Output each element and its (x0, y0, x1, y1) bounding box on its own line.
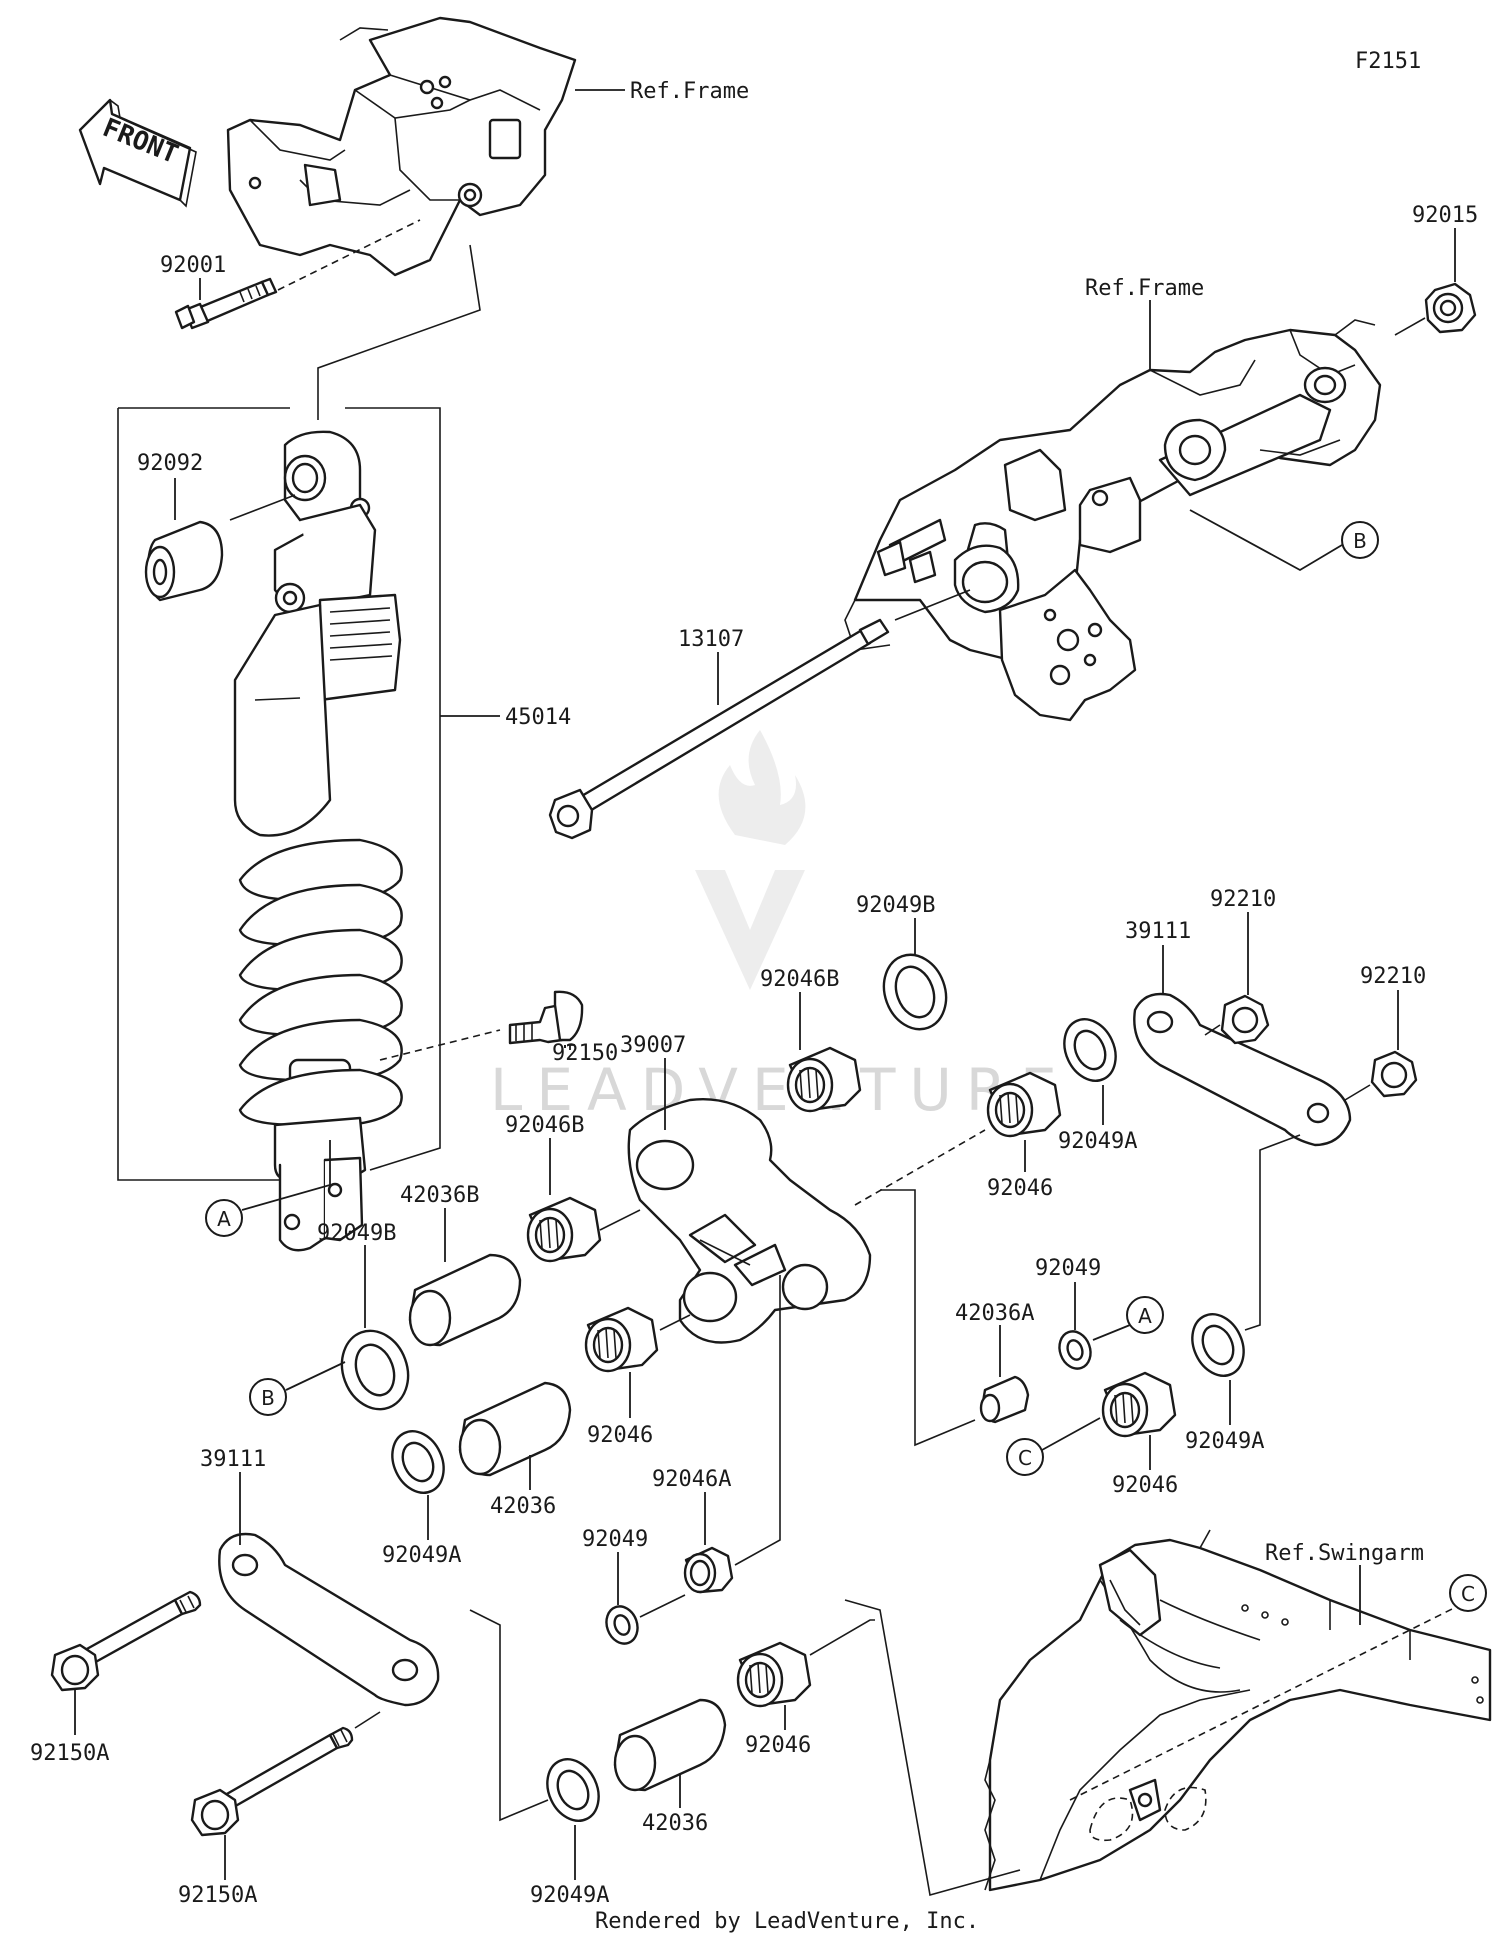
callout-b-left: B (249, 1378, 287, 1416)
tie-rod-39111-right (1133, 992, 1352, 1147)
callout-a-right: A (1126, 1296, 1164, 1334)
collar-42036-bottom (613, 1698, 727, 1792)
swingarm-ref (984, 1529, 1492, 1892)
part-label-13107: 13107 (678, 627, 744, 652)
part-label-42036-bottom: 42036 (642, 1811, 708, 1836)
part-label-92210-lower: 92210 (1360, 964, 1426, 989)
part-label-92150: 92150 (552, 1041, 618, 1066)
bolt-92150A-lower (190, 1726, 354, 1837)
needle-bearing-92046B-top (786, 1046, 862, 1113)
collar-42036-mid (458, 1381, 572, 1477)
part-label-42036A: 42036A (955, 1301, 1034, 1326)
svg-text:C: C (1461, 1582, 1475, 1606)
part-label-92150A-lower: 92150A (178, 1883, 257, 1908)
bolt-92150 (508, 990, 584, 1045)
washer-92049-low (605, 1605, 639, 1645)
footer-credit: Rendered by LeadVenture, Inc. (595, 1909, 979, 1934)
part-label-92210-upper: 92210 (1210, 887, 1276, 912)
callout-b-right: B (1341, 521, 1379, 559)
svg-text:B: B (1353, 529, 1367, 553)
part-label-92049-right: 92049 (1035, 1256, 1101, 1281)
part-label-92049A-right: 92049A (1058, 1129, 1137, 1154)
part-label-92046B-left: 92046B (505, 1113, 584, 1138)
washer-92049A-bottom (546, 1758, 600, 1822)
frame-right-mount (844, 319, 1382, 722)
part-label-92150A-upper: 92150A (30, 1741, 109, 1766)
part-label-92046-mid: 92046 (587, 1423, 653, 1448)
nut-92210-upper (1220, 994, 1270, 1045)
needle-bearing-92046A (683, 1546, 734, 1594)
svg-text:A: A (217, 1207, 231, 1231)
rocker-link-39007 (627, 1098, 872, 1344)
nut-92210-lower (1370, 1050, 1418, 1098)
washer-92049B-left (340, 1329, 410, 1411)
part-label-39111-right: 39111 (1125, 919, 1191, 944)
part-label-92046-bottom: 92046 (745, 1733, 811, 1758)
washer-92049-right (1058, 1330, 1092, 1370)
svg-text:A: A (1138, 1304, 1152, 1328)
part-label-92046B-top: 92046B (760, 967, 839, 992)
part-label-92092: 92092 (137, 451, 203, 476)
needle-bearing-92046B-left (526, 1196, 602, 1263)
part-label-42036-mid: 42036 (490, 1494, 556, 1519)
watermark-logo (695, 730, 806, 990)
frame-top-mount (226, 16, 577, 277)
part-label-92046-right-low: 92046 (1112, 1473, 1178, 1498)
collar-42036A (979, 1375, 1030, 1424)
washer-92049B-top (882, 953, 948, 1031)
part-label-92049A-bottom: 92049A (530, 1883, 609, 1908)
svg-text:B: B (261, 1386, 275, 1410)
collar-92092 (144, 520, 224, 602)
shaft-13107 (548, 618, 890, 840)
washer-92049A-right-low (1191, 1313, 1245, 1377)
part-label-39007: 39007 (620, 1033, 686, 1058)
washer-92049A-left (391, 1430, 445, 1494)
ref-frame-top-label: Ref.Frame (630, 79, 749, 104)
part-label-92049A-left: 92049A (382, 1543, 461, 1568)
svg-text:C: C (1018, 1446, 1032, 1470)
front-direction-arrow: FRONT (78, 98, 197, 208)
needle-bearing-92046-right (986, 1071, 1062, 1138)
part-label-45014: 45014 (505, 705, 571, 730)
ref-swingarm-label: Ref.Swingarm (1265, 1541, 1424, 1566)
callout-c-right: C (1449, 1574, 1487, 1612)
collar-42036B (408, 1253, 522, 1347)
part-label-42036B: 42036B (400, 1183, 479, 1208)
ref-frame-right-label: Ref.Frame (1085, 276, 1204, 301)
part-label-92015: 92015 (1412, 203, 1478, 228)
part-label-39111-left: 39111 (200, 1447, 266, 1472)
bolt-92001 (174, 277, 278, 330)
shock-absorber-45014 (233, 430, 403, 1252)
part-label-92049-low: 92049 (582, 1527, 648, 1552)
needle-bearing-92046-mid (584, 1306, 659, 1373)
part-label-92046A: 92046A (652, 1467, 731, 1492)
washer-92049A-right (1063, 1018, 1117, 1082)
part-label-92049B-top: 92049B (856, 893, 935, 918)
bolt-92150A-upper (50, 1590, 202, 1692)
part-label-92049A-right-low: 92049A (1185, 1429, 1264, 1454)
watermark-text: LEADVENTURE (490, 1056, 1071, 1124)
needle-bearing-92046-bottom (736, 1641, 812, 1708)
tie-rod-39111-left (218, 1532, 440, 1707)
part-label-92001: 92001 (160, 253, 226, 278)
callout-a-left: A (205, 1199, 243, 1237)
part-label-92046-right: 92046 (987, 1176, 1053, 1201)
needle-bearing-92046-right-low (1101, 1371, 1177, 1438)
part-label-92049B-left: 92049B (317, 1221, 396, 1246)
figure-id: F2151 (1355, 49, 1421, 74)
nut-92015 (1424, 282, 1477, 334)
callout-c-middle: C (1006, 1438, 1044, 1476)
